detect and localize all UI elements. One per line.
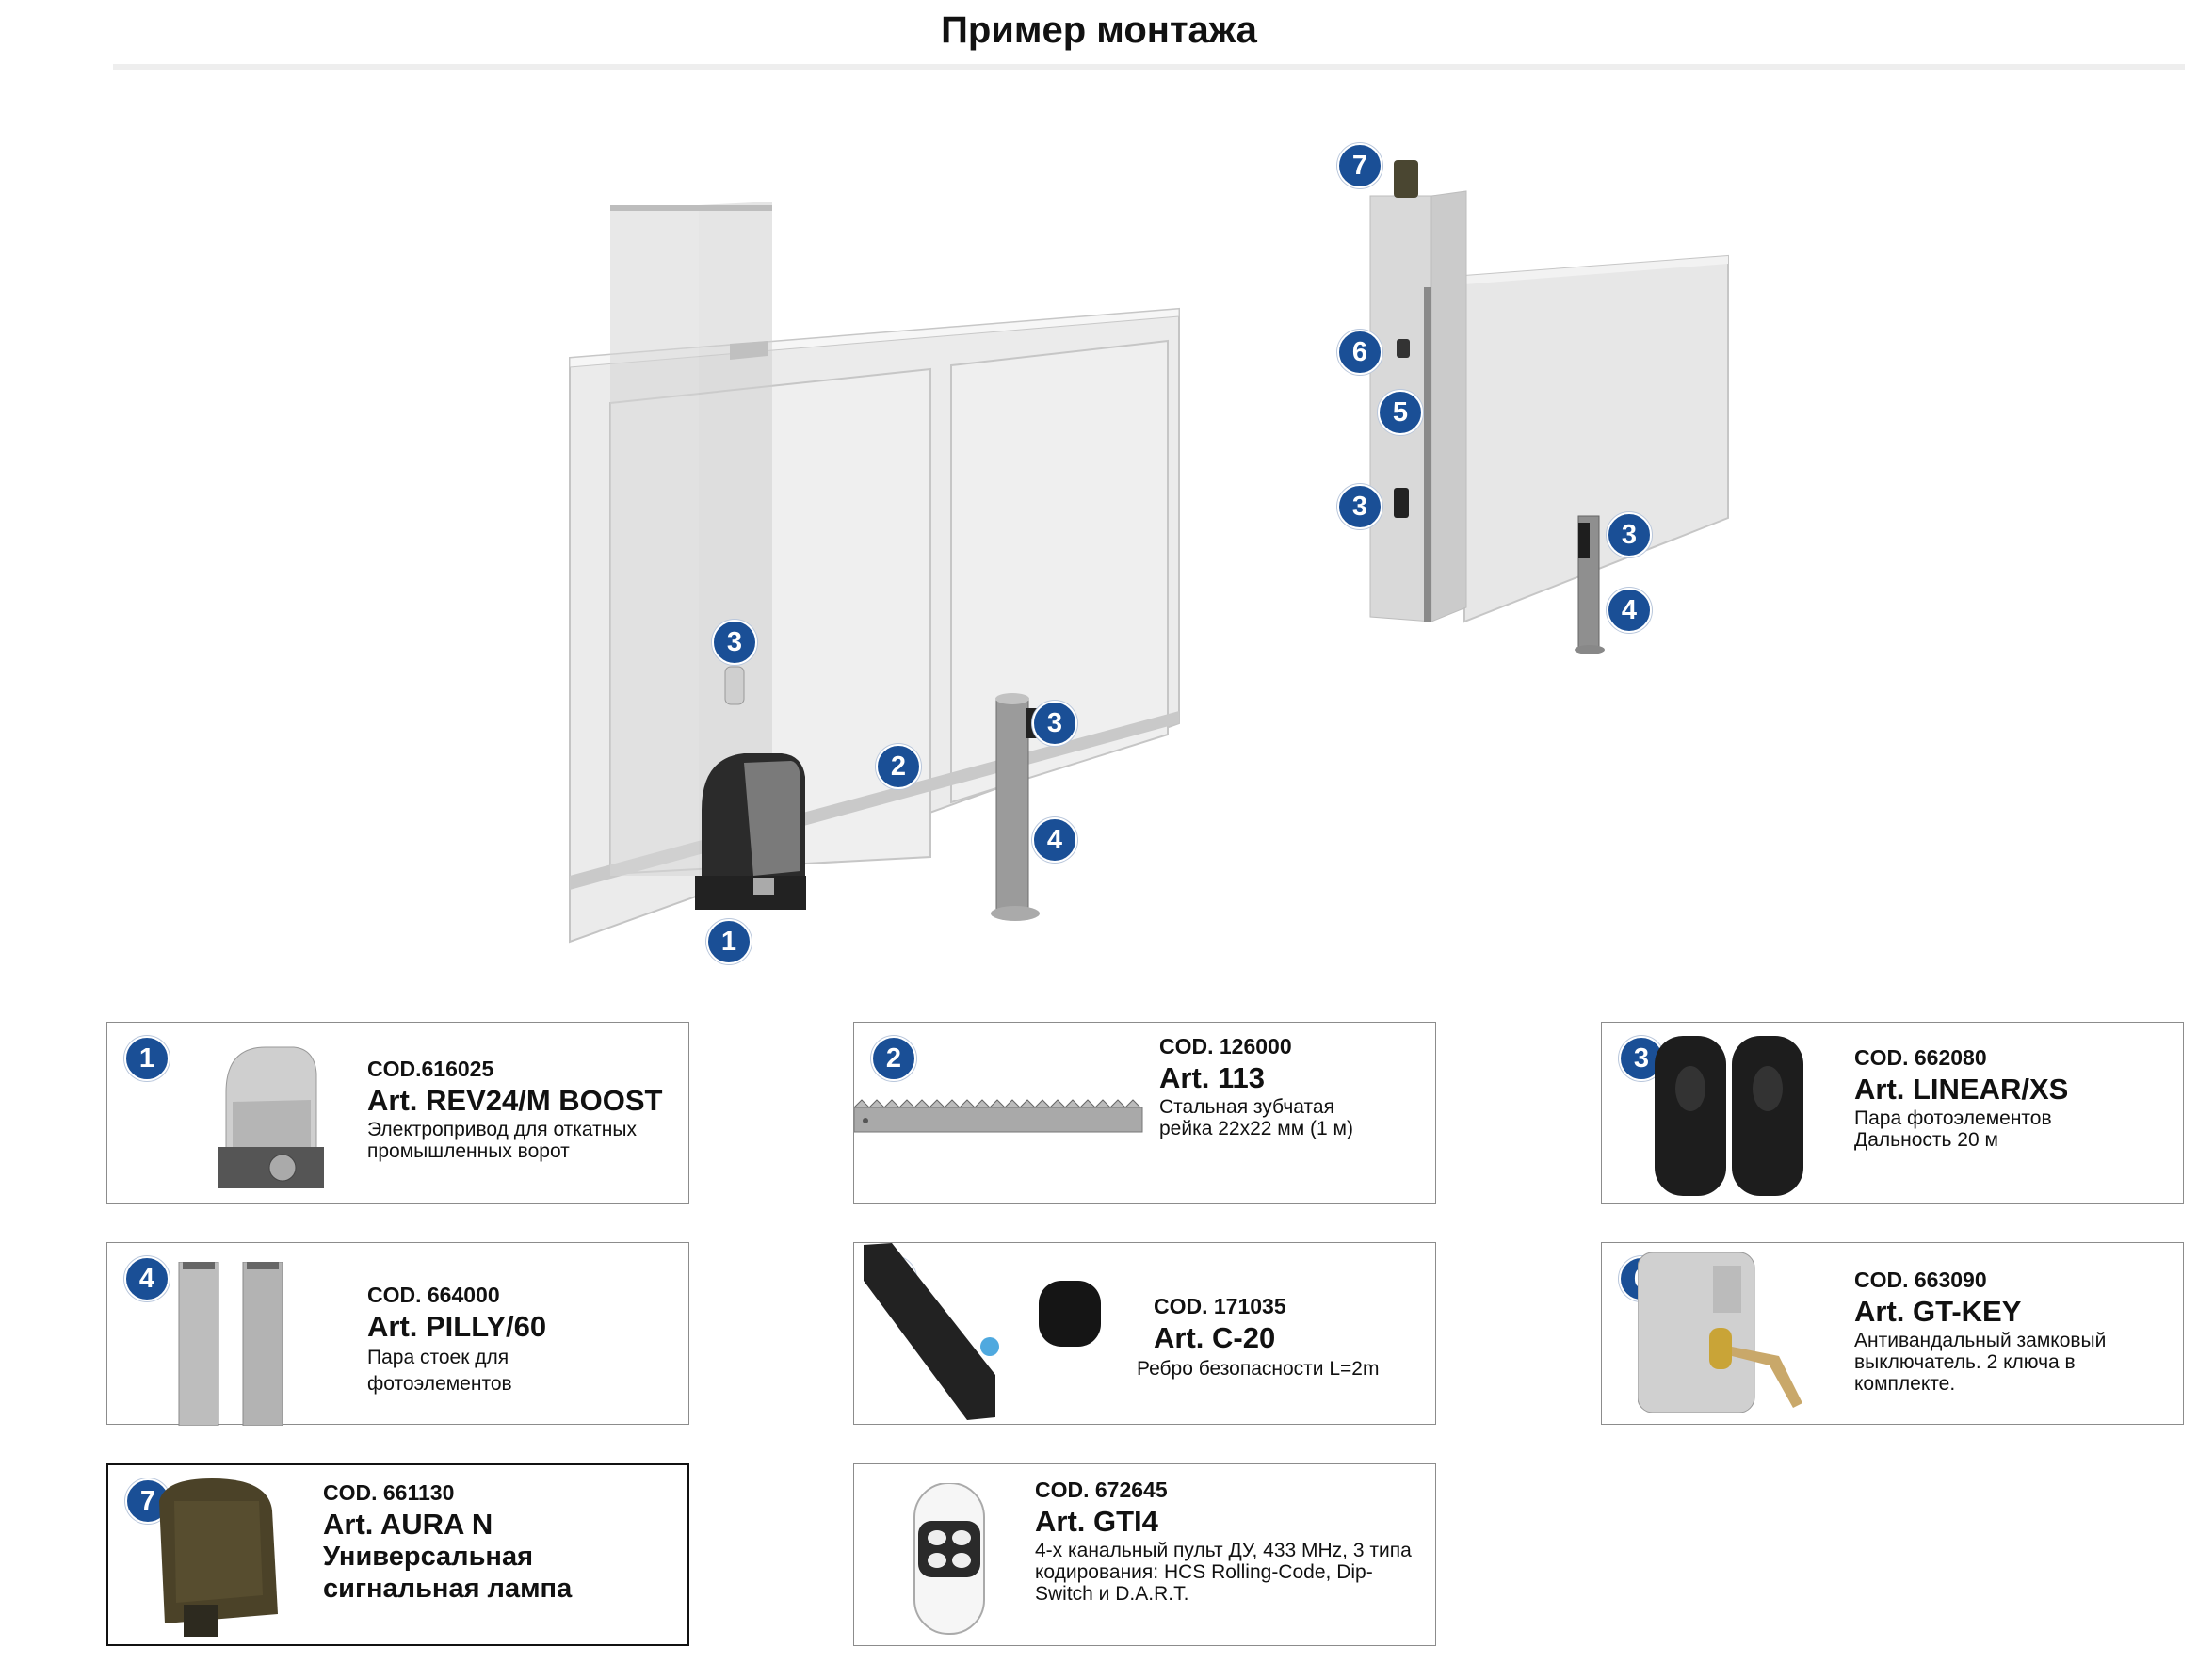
product-card-2: 2 COD. 126000 Art. 113 Стальная зубчатая… [853, 1022, 1436, 1204]
product-card-1: 1 COD.616025 Art. REV24/M BOOST Электроп… [106, 1022, 689, 1204]
post-product-image [178, 1262, 283, 1426]
title-underline [113, 64, 2185, 70]
right-gate-illustration [1463, 254, 1729, 623]
callout-1: 1 [706, 919, 752, 964]
right-pillar-illustration [1369, 160, 1467, 622]
photocell-post-left [991, 693, 1040, 921]
product-art: Art. GTI4 [1035, 1505, 1158, 1538]
product-art: Art. AURA N [323, 1508, 493, 1541]
callout-3: 3 [1607, 512, 1652, 557]
product-cod: COD. 126000 [1159, 1034, 1292, 1058]
product-number-badge: 4 [124, 1256, 170, 1301]
product-cod: COD. 672645 [1035, 1478, 1168, 1502]
product-art: Art. C-20 [1154, 1321, 1276, 1354]
safety-edge-product-image [864, 1243, 1101, 1420]
product-description: Пара стоек для фотоэлементов [367, 1347, 512, 1395]
product-art: Art. LINEAR/XS [1854, 1073, 2069, 1106]
callout-7: 7 [1337, 143, 1382, 188]
product-number-badge: 1 [124, 1036, 170, 1081]
callout-2: 2 [876, 744, 921, 789]
key-switch-product-image [1638, 1252, 1802, 1413]
callout-3: 3 [1032, 701, 1077, 746]
remote-control-product-image [913, 1483, 985, 1635]
signal-lamp-product-image [159, 1478, 278, 1637]
callout-4: 4 [1607, 588, 1652, 633]
product-art: Art. REV24/M BOOST [367, 1084, 663, 1117]
product-card-4: 4 COD. 664000 Art. PILLY/60 Пара стоек д… [106, 1242, 689, 1426]
product-description: Антивандальный замковый выключатель. 2 к… [1854, 1330, 2107, 1395]
motor-product-image [218, 1046, 324, 1188]
product-description: Пара фотоэлементов Дальность 20 м [1854, 1107, 2052, 1151]
product-description: Электропривод для откатных промышленных … [367, 1119, 637, 1162]
gear-rack-product-image [854, 1099, 1143, 1133]
callout-3: 3 [1337, 484, 1382, 529]
product-description: Стальная зубчатая рейка 22х22 мм (1 м) [1159, 1096, 1353, 1139]
product-cod: COD.616025 [367, 1057, 494, 1081]
product-description: 4-х канальный пульт ДУ, 433 MHz, 3 типа … [1035, 1540, 1412, 1605]
callout-4: 4 [1032, 817, 1077, 863]
installation-diagram [569, 160, 1729, 944]
callout-6: 6 [1337, 330, 1382, 375]
product-art: Art. GT-KEY [1854, 1295, 2022, 1328]
photocell-product-image [1655, 1036, 1803, 1196]
product-number-badge: 2 [871, 1036, 916, 1081]
motor-illustration [695, 753, 806, 910]
product-number-badge: 3 [1619, 1036, 1664, 1081]
gate-pillar-illustration [610, 202, 772, 876]
product-card-3: 3 COD. 662080 Art. LINEAR/XS Пара фотоэл… [1601, 1022, 2184, 1204]
product-card-6: 6 COD. 663090 Art. GT-KEY Антивандальный… [1601, 1242, 2184, 1425]
product-card-remote: COD. 672645 Art. GTI4 4-х канальный пуль… [853, 1463, 1436, 1646]
product-cod: COD. 171035 [1154, 1294, 1286, 1318]
product-cod: COD. 662080 [1854, 1045, 1987, 1070]
product-art: Art. 113 [1159, 1061, 1266, 1094]
callout-3: 3 [712, 620, 757, 665]
product-description: Ребро безопасности L=2m [1137, 1358, 1380, 1380]
photocell-post-right [1575, 515, 1605, 654]
callout-5: 5 [1378, 390, 1423, 435]
product-card-7: 7 COD. 661130 Art. AURA N Универсальная … [106, 1463, 689, 1646]
product-cod: COD. 663090 [1854, 1268, 1987, 1292]
product-card-5: 5 COD. 171035 Art. C-20 Ребро безопаснос… [853, 1242, 1436, 1425]
product-cod: COD. 664000 [367, 1283, 500, 1307]
product-description: Универсальная сигнальная лампа [323, 1542, 573, 1604]
product-art: Art. PILLY/60 [367, 1310, 547, 1343]
page-title: Пример монтажа [941, 9, 1257, 51]
product-cod: COD. 661130 [323, 1480, 455, 1505]
